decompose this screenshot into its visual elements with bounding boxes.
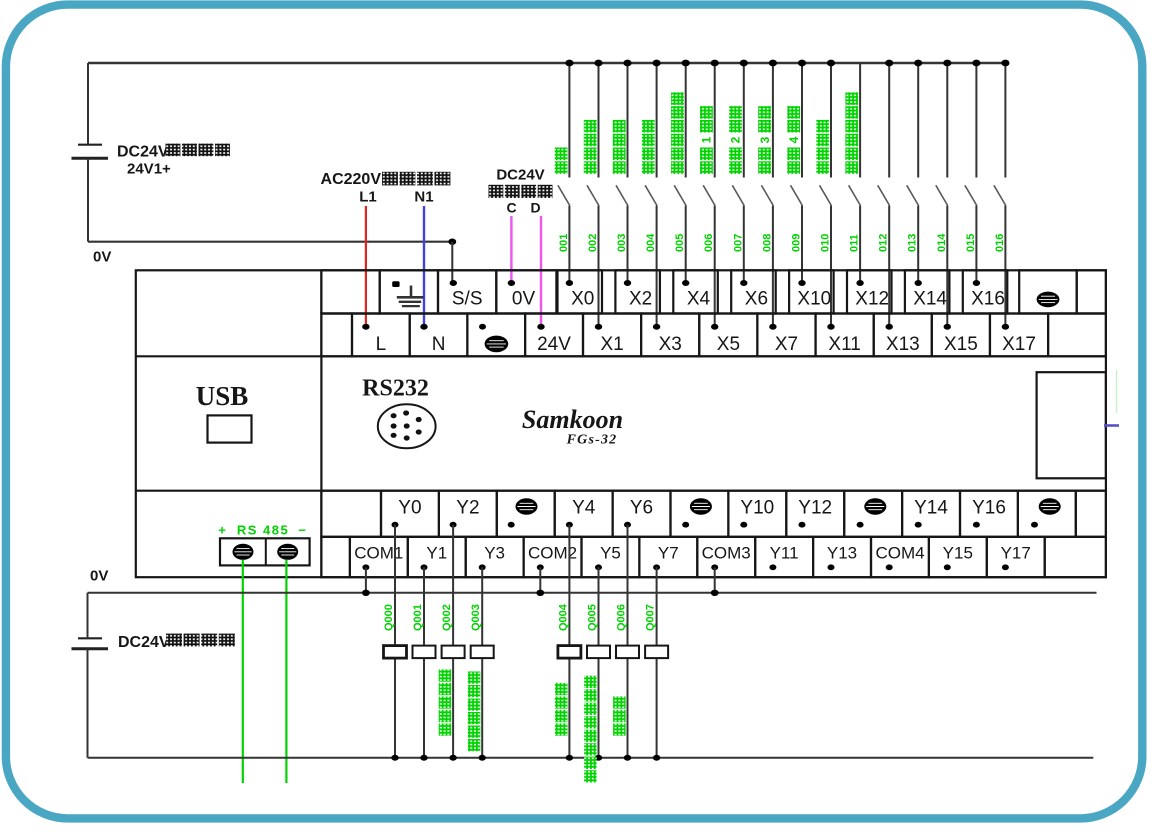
svg-text:Q005: Q005: [587, 604, 599, 631]
svg-text:X2: X2: [629, 289, 652, 310]
svg-text:C: C: [506, 200, 516, 216]
svg-text:X3: X3: [659, 334, 682, 355]
svg-text:016: 016: [994, 234, 1006, 252]
svg-text:Y6: Y6: [630, 498, 653, 519]
svg-text:X13: X13: [886, 334, 920, 355]
svg-text:Y5: Y5: [600, 544, 621, 563]
svg-text:Y7: Y7: [658, 544, 679, 563]
svg-text:X16: X16: [971, 289, 1005, 310]
svg-text:0V: 0V: [512, 289, 536, 310]
svg-text:−: −: [298, 523, 306, 538]
svg-text:AC220V: AC220V: [321, 171, 382, 188]
svg-text:Q002: Q002: [441, 604, 453, 631]
svg-text:RS232: RS232: [362, 376, 429, 402]
svg-text:X12: X12: [855, 289, 889, 310]
svg-text:X5: X5: [717, 334, 740, 355]
svg-text:Y15: Y15: [943, 544, 973, 563]
svg-text:Q001: Q001: [412, 604, 424, 631]
svg-text:014: 014: [936, 233, 948, 252]
svg-text:X7: X7: [775, 334, 798, 355]
svg-text:X0: X0: [571, 289, 594, 310]
svg-text:N: N: [432, 334, 446, 355]
svg-text:+: +: [218, 523, 226, 538]
svg-text:Y11: Y11: [770, 544, 799, 563]
svg-text:4: 4: [787, 136, 801, 143]
svg-text:Q003: Q003: [470, 604, 482, 631]
svg-text:USB: USB: [196, 381, 249, 411]
svg-text:L1: L1: [359, 189, 377, 206]
svg-text:RS 485: RS 485: [237, 523, 289, 538]
svg-text:L: L: [376, 334, 387, 355]
svg-text:010: 010: [820, 234, 832, 252]
svg-text:D: D: [530, 200, 540, 216]
svg-text:COM2: COM2: [528, 544, 577, 563]
svg-text:24V1+: 24V1+: [127, 161, 171, 178]
svg-text:1: 1: [700, 136, 714, 143]
svg-text:002: 002: [587, 234, 599, 252]
svg-text:Y14: Y14: [914, 498, 948, 519]
svg-text:007: 007: [732, 234, 744, 252]
svg-text:X17: X17: [1002, 334, 1036, 355]
svg-text:0V: 0V: [93, 249, 111, 266]
svg-text:009: 009: [791, 234, 803, 252]
svg-text:Y16: Y16: [972, 498, 1006, 519]
svg-text:2: 2: [729, 136, 743, 143]
svg-text:008: 008: [761, 234, 773, 252]
svg-text:Y12: Y12: [798, 498, 832, 519]
svg-text:X10: X10: [797, 289, 831, 310]
svg-text:S/S: S/S: [452, 289, 483, 310]
svg-text:003: 003: [616, 234, 628, 252]
svg-text:Y17: Y17: [1001, 544, 1031, 563]
svg-text:011: 011: [849, 234, 861, 252]
svg-text:Y13: Y13: [827, 544, 857, 563]
svg-text:X14: X14: [913, 289, 947, 310]
svg-text:001: 001: [558, 234, 570, 252]
svg-text:DC24V: DC24V: [496, 167, 544, 184]
svg-text:X4: X4: [687, 289, 711, 310]
svg-text:Y2: Y2: [456, 498, 479, 519]
svg-text:Q006: Q006: [616, 604, 628, 631]
svg-text:DC24V: DC24V: [117, 144, 169, 161]
svg-text:COM4: COM4: [875, 544, 924, 563]
svg-text:X11: X11: [828, 334, 860, 355]
svg-text:COM1: COM1: [354, 544, 403, 563]
svg-text:Q007: Q007: [645, 604, 657, 631]
svg-text:Y0: Y0: [398, 498, 421, 519]
svg-text:Q004: Q004: [557, 603, 569, 631]
svg-text:004: 004: [645, 233, 657, 252]
svg-text:DC24V: DC24V: [118, 634, 170, 651]
svg-text:Y4: Y4: [572, 498, 596, 519]
svg-text:015: 015: [965, 234, 977, 252]
svg-text:Y10: Y10: [740, 498, 774, 519]
svg-text:FGs-32: FGs-32: [566, 433, 618, 448]
svg-text:Y3: Y3: [484, 544, 505, 563]
svg-text:Q000: Q000: [383, 604, 395, 631]
svg-text:005: 005: [674, 234, 686, 252]
svg-text:Samkoon: Samkoon: [522, 405, 623, 434]
svg-text:0V: 0V: [90, 568, 108, 585]
svg-text:3: 3: [758, 136, 772, 143]
svg-text:X15: X15: [944, 334, 978, 355]
svg-text:006: 006: [703, 234, 715, 252]
svg-text:Y1: Y1: [426, 544, 447, 563]
svg-text:COM3: COM3: [702, 544, 751, 563]
svg-text:X6: X6: [745, 289, 768, 310]
svg-text:013: 013: [907, 234, 919, 252]
svg-text:N1: N1: [414, 189, 433, 206]
svg-text:24V: 24V: [537, 334, 571, 355]
svg-text:012: 012: [878, 234, 890, 252]
svg-text:X1: X1: [600, 334, 623, 355]
